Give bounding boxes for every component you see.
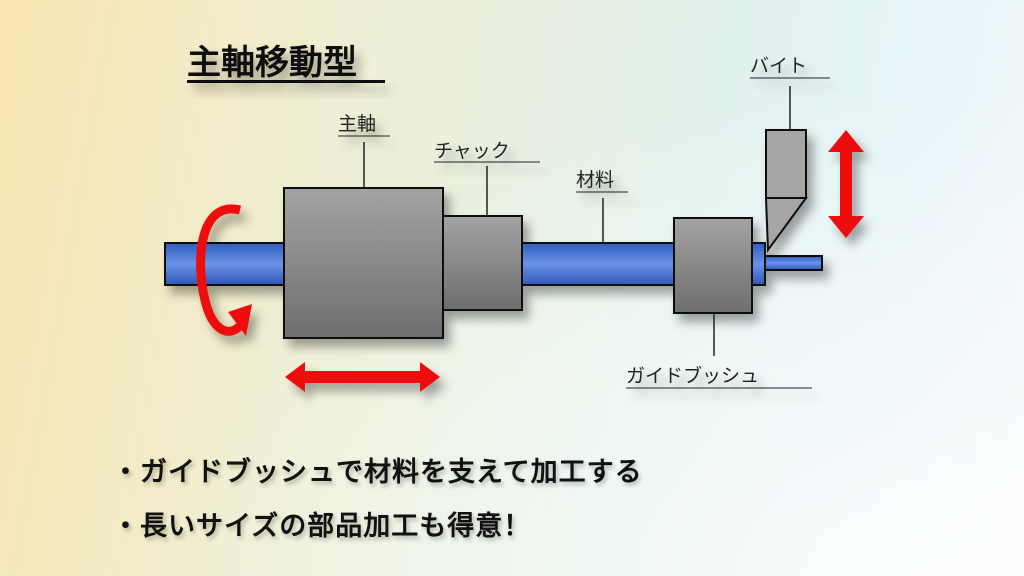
spindle-move-arrow-icon (285, 362, 440, 392)
label-spindle: 主軸 (338, 113, 376, 135)
tool-tip (764, 197, 808, 253)
label-guide-bush: ガイドブッシュ (626, 364, 759, 387)
rotation-arrowhead-icon (228, 304, 252, 336)
rotation-arrow-icon (196, 204, 244, 336)
bullet-1: ・ガイドブッシュで材料を支えて加工する (112, 457, 643, 488)
leader-lines (363, 86, 791, 356)
label-material: 材料 (576, 169, 614, 191)
chuck-block (442, 215, 523, 311)
title: 主軸移動型 (187, 43, 385, 83)
label-tool: バイト (750, 55, 807, 77)
bullet-2: ・長いサイズの部品加工も得意！ (112, 511, 532, 542)
guide-bush-block (673, 217, 753, 314)
label-chuck: チャック (434, 140, 510, 162)
spindle-block (283, 187, 444, 339)
tool-move-arrow-icon (828, 130, 864, 238)
title-text: 主軸移動型 (187, 43, 357, 83)
tool-shank (765, 129, 807, 199)
material-thin-rod (764, 255, 823, 271)
